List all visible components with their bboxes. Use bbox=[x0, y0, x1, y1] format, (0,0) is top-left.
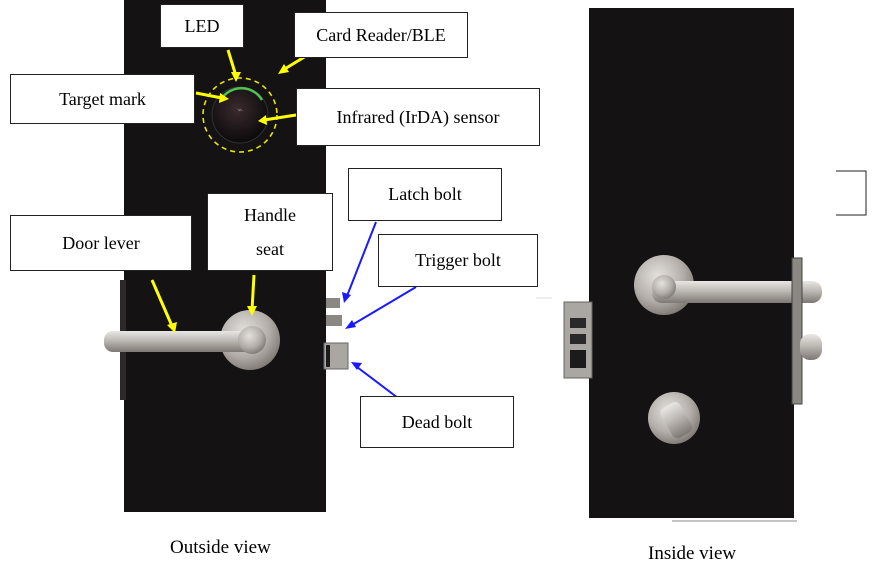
inside-bracket bbox=[836, 170, 867, 216]
led-indicator bbox=[220, 86, 264, 101]
handle-seat-line1: Handle bbox=[244, 204, 296, 225]
callout-handle-seat: Handle seat bbox=[207, 193, 333, 271]
card-reader: ⌁ bbox=[202, 77, 278, 153]
caption-outside-view: Outside view bbox=[170, 537, 271, 558]
callout-door-lever: Door lever bbox=[10, 215, 192, 271]
inside-door-panel bbox=[589, 8, 794, 518]
lock-bolts-outside bbox=[323, 298, 349, 370]
callout-dead-bolt: Dead bolt bbox=[360, 396, 514, 448]
door-lever bbox=[104, 310, 280, 370]
caption-inside-view: Inside view bbox=[648, 543, 737, 564]
callout-latch-bolt: Latch bolt bbox=[348, 168, 502, 221]
callout-infrared: Infrared (IrDA) sensor bbox=[296, 88, 540, 146]
inside-door-lever bbox=[634, 255, 822, 315]
callout-led: LED bbox=[160, 4, 244, 48]
inside-view bbox=[536, 8, 867, 522]
yellow-pointers bbox=[150, 49, 307, 333]
thumb-turn bbox=[648, 392, 700, 444]
lock-case-inside bbox=[563, 301, 593, 379]
callout-trigger-bolt: Trigger bolt bbox=[378, 234, 538, 287]
target-mark-icon: ⌁ bbox=[237, 105, 243, 116]
callout-card-reader: Card Reader/BLE bbox=[294, 12, 468, 58]
strike-plate bbox=[791, 257, 822, 405]
callout-target-mark: Target mark bbox=[10, 74, 195, 124]
handle-seat-line2: seat bbox=[256, 239, 284, 259]
blue-pointers bbox=[342, 221, 417, 399]
